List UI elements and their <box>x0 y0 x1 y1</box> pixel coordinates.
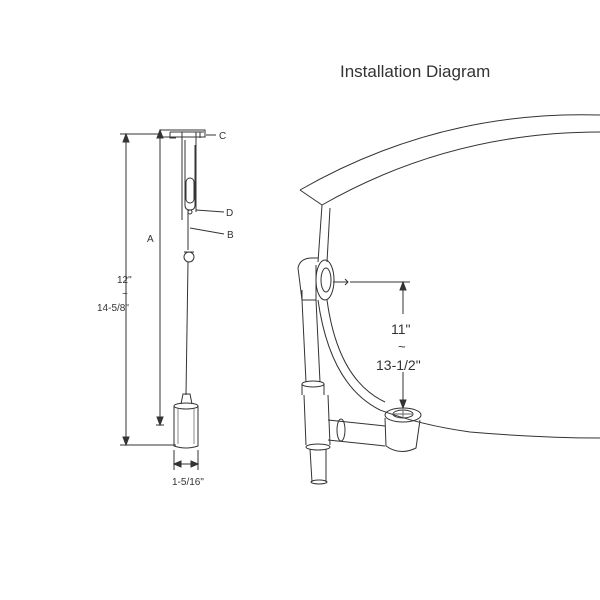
height-tilde-label: ~ <box>122 289 128 300</box>
drain-assembly <box>327 407 422 452</box>
overflow-body <box>297 265 317 301</box>
tub-wall-inner-lower <box>326 299 386 403</box>
drop-min-label: 11" <box>391 321 411 337</box>
dimension-height <box>120 132 176 447</box>
tub-rim-end <box>299 189 323 206</box>
drain-body <box>384 417 421 452</box>
tub-rim-inner <box>321 131 600 206</box>
bathtub <box>299 114 600 439</box>
tub-rim-outer <box>299 114 600 191</box>
plunger-hanger <box>180 393 193 405</box>
rod-lower <box>185 261 189 396</box>
tailpiece-end <box>310 479 328 485</box>
tailpiece <box>309 448 327 483</box>
tee-bottom <box>305 443 331 451</box>
height-max-label: 14-5/8" <box>97 303 129 314</box>
overflow-faceplate-inner <box>320 267 332 293</box>
drain-strainer-cross <box>394 410 412 418</box>
drop-tilde-label: ~ <box>398 339 406 354</box>
plunger-top <box>173 402 199 410</box>
plunger-assembly <box>159 129 225 449</box>
tee-fitting <box>303 394 331 446</box>
plunger-shading <box>177 409 195 444</box>
dimension-a <box>156 128 164 427</box>
overflow-coupling-top <box>301 380 325 388</box>
tub-wall-outer <box>317 204 323 263</box>
dimension-diameter <box>172 450 200 470</box>
overflow-coupling <box>301 384 325 395</box>
callout-c: C <box>219 131 226 142</box>
overflow-tube <box>301 299 321 383</box>
drain-shoe-coupling <box>336 418 346 442</box>
drop-arrow-top <box>399 280 407 291</box>
adjusting-slot <box>185 177 195 204</box>
top-bracket <box>169 131 204 220</box>
drop-max-label: 13-1/2" <box>376 357 421 373</box>
leader-d <box>195 209 225 213</box>
joint-d <box>187 209 193 215</box>
plunger-body <box>173 406 199 449</box>
drain-shoe-pipe <box>327 419 386 447</box>
diameter-label: 1-5/16" <box>172 477 204 488</box>
overflow-assembly <box>297 257 349 485</box>
callout-d: D <box>226 208 233 219</box>
tub-wall-outer-lower <box>317 299 600 439</box>
diagram-title: Installation Diagram <box>340 62 490 81</box>
overflow-lever <box>333 278 349 286</box>
leader-b <box>189 227 225 235</box>
connector-nut <box>183 251 195 263</box>
dimension-drop <box>350 280 410 410</box>
tub-wall-inner <box>326 207 331 263</box>
drop-arrow-bottom <box>399 399 407 410</box>
callout-b: B <box>227 230 234 241</box>
height-min-label: 12" <box>117 275 132 286</box>
callout-a: A <box>147 234 154 245</box>
